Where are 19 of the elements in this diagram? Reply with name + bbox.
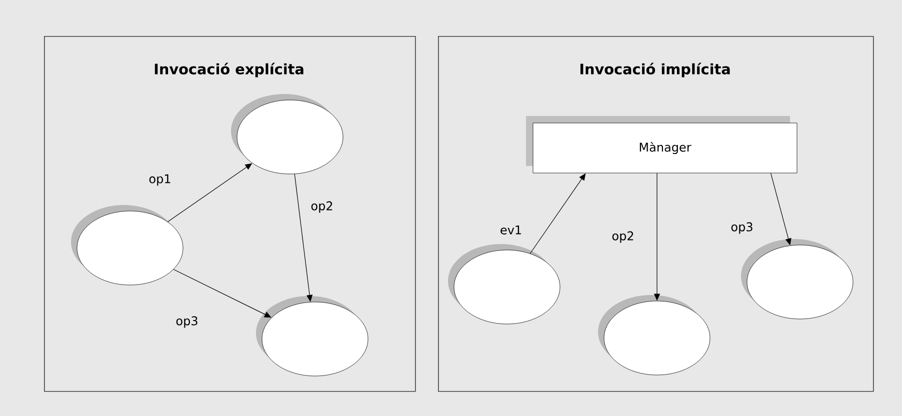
panel-title: Invocació implícita bbox=[580, 62, 730, 78]
panel-title: Invocació explícita bbox=[154, 62, 304, 78]
ellipse bbox=[71, 205, 184, 286]
panel bbox=[438, 36, 874, 392]
edge-label: op1 bbox=[148, 173, 172, 187]
edge-label: op3 bbox=[730, 221, 754, 235]
ellipse bbox=[231, 94, 344, 174]
edge-label: op3 bbox=[174, 315, 200, 329]
edge-label: op2 bbox=[310, 200, 334, 214]
edge-label: ev1 bbox=[498, 224, 524, 236]
arrow bbox=[173, 269, 272, 318]
ellipse bbox=[741, 239, 854, 320]
ellipse bbox=[598, 295, 710, 376]
arrow bbox=[770, 172, 792, 246]
edge-label: op2 bbox=[610, 230, 636, 244]
process-box: Mànager bbox=[532, 122, 798, 174]
ellipse bbox=[448, 244, 560, 324]
ellipse bbox=[256, 296, 368, 376]
panel bbox=[44, 36, 416, 392]
